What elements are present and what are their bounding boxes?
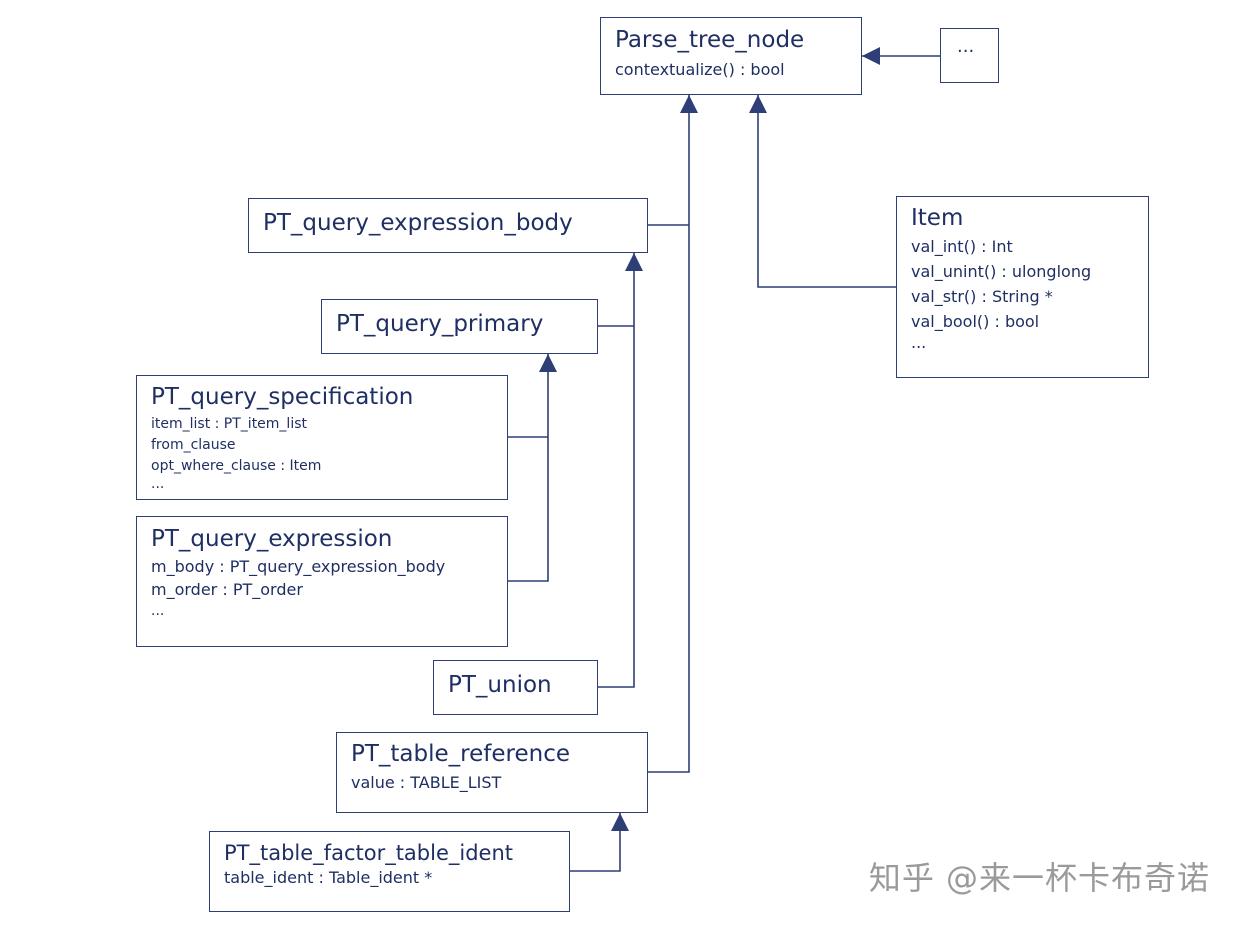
class-field: ... bbox=[151, 603, 165, 619]
class-name: PT_query_specification bbox=[151, 384, 414, 410]
arrowhead-query-primary bbox=[539, 354, 557, 372]
class-pt-table-factor-table-ident: PT_table_factor_table_ident table_ident … bbox=[209, 831, 570, 912]
class-pt-table-reference: PT_table_reference value : TABLE_LIST bbox=[336, 732, 648, 813]
class-pt-query-expression-body: PT_query_expression_body bbox=[248, 198, 648, 253]
arrowhead-ellipsis bbox=[862, 47, 880, 65]
class-field: from_clause bbox=[151, 437, 236, 453]
class-field: table_ident : Table_ident * bbox=[224, 868, 433, 887]
class-field: contextualize() : bool bbox=[615, 60, 785, 79]
class-name: Parse_tree_node bbox=[615, 27, 805, 53]
arrowhead-table-reference bbox=[611, 813, 629, 831]
class-field: m_body : PT_query_expression_body bbox=[151, 557, 446, 576]
class-field: opt_where_clause : Item bbox=[151, 458, 322, 474]
class-field: item_list : PT_item_list bbox=[151, 416, 307, 432]
arrow-table-factor-to-table-reference bbox=[570, 813, 621, 872]
class-name: PT_table_reference bbox=[351, 741, 570, 767]
class-pt-union: PT_union bbox=[433, 660, 598, 715]
class-field: value : TABLE_LIST bbox=[351, 773, 502, 792]
arrowhead-query-expression-body bbox=[625, 253, 643, 271]
class-parse-tree-node: Parse_tree_node contextualize() : bool bbox=[600, 17, 862, 95]
class-name: PT_query_expression bbox=[151, 526, 393, 552]
arrow-trunk-to-query-primary bbox=[508, 354, 549, 582]
class-pt-query-expression: PT_query_expression m_body : PT_query_ex… bbox=[136, 516, 508, 647]
class-field: val_int() : Int bbox=[911, 237, 1013, 256]
class-field: m_order : PT_order bbox=[151, 580, 303, 599]
class-name: PT_query_expression_body bbox=[263, 210, 573, 236]
watermark: 知乎 @来一杯卡布奇诺 bbox=[868, 859, 1210, 897]
class-name: PT_union bbox=[448, 672, 552, 698]
class-field: val_unint() : ulonglong bbox=[911, 262, 1092, 281]
arrowhead-trunk-parse-tree bbox=[680, 95, 698, 113]
class-name: ... bbox=[957, 36, 975, 57]
class-field: val_bool() : bool bbox=[911, 312, 1040, 331]
class-name: PT_table_factor_table_ident bbox=[224, 841, 514, 865]
class-name: PT_query_primary bbox=[336, 311, 544, 337]
class-field: ... bbox=[911, 333, 927, 352]
class-field: val_str() : String * bbox=[911, 287, 1053, 306]
arrow-trunk-to-parse-tree-node bbox=[648, 95, 690, 773]
arrow-item-to-parse-tree-node bbox=[757, 95, 896, 288]
class-ellipsis: ... bbox=[940, 28, 999, 83]
arrowhead-item-parse-tree bbox=[749, 95, 767, 113]
class-name: Item bbox=[911, 205, 964, 231]
class-pt-query-primary: PT_query_primary bbox=[321, 299, 598, 354]
class-pt-query-specification: PT_query_specification item_list : PT_it… bbox=[136, 375, 508, 500]
class-field: ... bbox=[151, 476, 165, 492]
arrow-trunk-to-query-expression-body bbox=[598, 253, 635, 688]
class-item: Item val_int() : Int val_unint() : ulong… bbox=[896, 196, 1149, 378]
